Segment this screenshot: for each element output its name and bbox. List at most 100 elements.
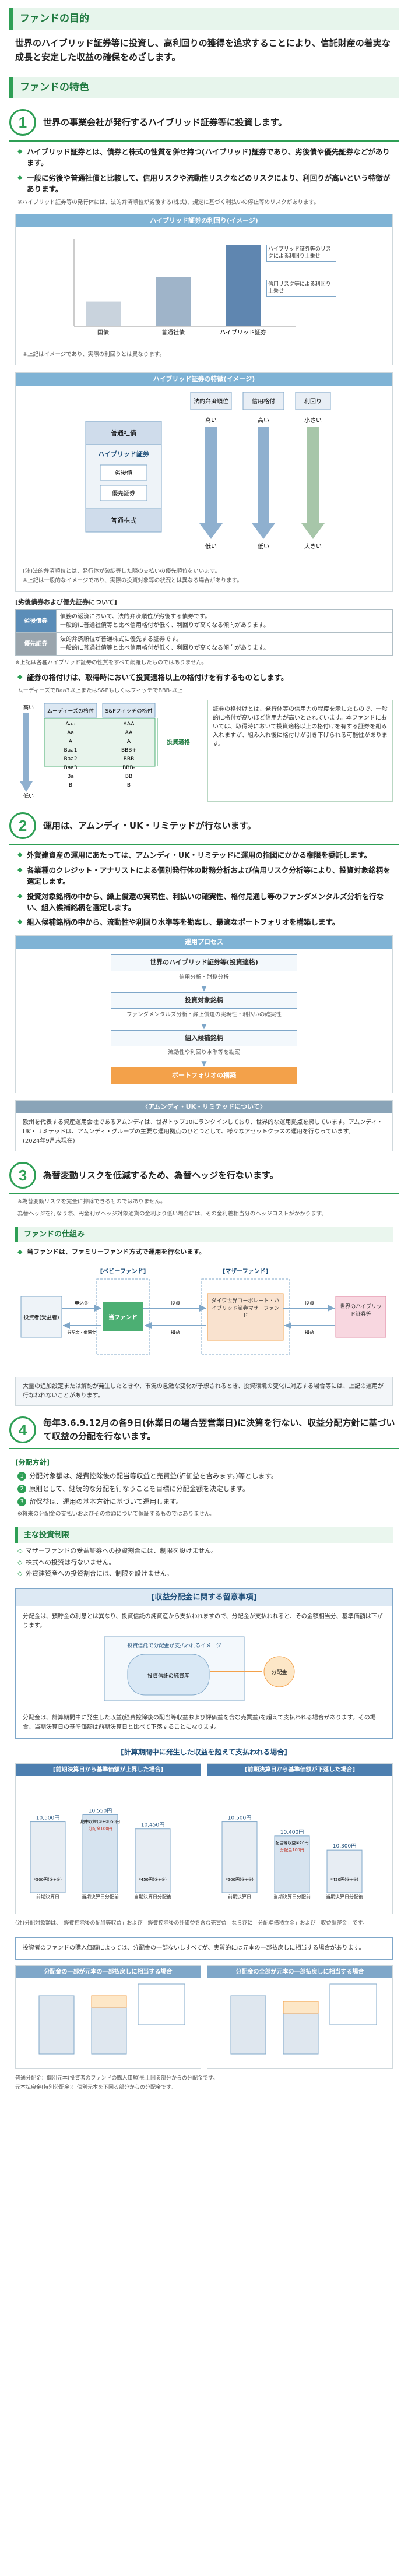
limits-list: マザーファンドの受益証券への投資割合には、制限を設けません。 株式への投資は行な… — [17, 1546, 393, 1579]
value-label: 10,500円 — [36, 1815, 60, 1821]
moody-rating: Aaa — [65, 721, 75, 727]
feature-number: 1 — [9, 109, 36, 136]
mechanism-diagram: 投資者(受益者) [ベビーファンド] 当ファンド [マザーファンド] ダイワ世界… — [15, 1261, 393, 1370]
down-arrow-icon: ▼ — [201, 984, 207, 992]
invest-label-1: 投資 — [171, 1300, 180, 1306]
annotation: *420円(③+④) — [330, 1877, 358, 1882]
mother-fund: ダイワ世界コーポレート・ハイブリッド証券マザーファンド — [211, 1298, 280, 1319]
bullet: ハイブリッド証券とは、債券と株式の性質を併せ持つ(ハイブリッド)証券であり、劣後… — [17, 146, 393, 169]
dist-bubble: 分配金 — [271, 1669, 287, 1676]
annotation: *500円(③+④) — [34, 1877, 62, 1882]
sp-rating: BBB- — [122, 765, 135, 771]
feature-title: 為替変動リスクを低減するため、為替ヘッジを行ないます。 — [43, 1170, 279, 1181]
principal-right: 分配金の全部が元本の一部払戻しに相当する場合 — [207, 1965, 393, 2070]
amundi-title: 〈アムンディ・UK・リミテッドについて〉 — [16, 1100, 392, 1114]
annotation: 分配金100円 — [280, 1847, 304, 1852]
bullet: 証券の格付けは、取得時において投資適格以上の格付けを有するものとします。 — [17, 672, 393, 683]
senior-label: 普通社債 — [111, 429, 136, 437]
feature-number: 3 — [9, 1162, 36, 1189]
bullet: 組入候補銘柄の中から、流動性や利回り水準等を勘案し、最適なポートフォリオを構築し… — [17, 917, 393, 928]
category-text: 当期決算日分配後 — [134, 1894, 171, 1900]
hybrid-features-diagram: 法的弁済順位 信用格付 利回り 普通社債 ハイブリッド証券 劣後債 優先証券 普… — [85, 392, 331, 550]
distribution-note: ※将来の分配金の支払いおよびその金額について保証するものではありません。 — [17, 1511, 216, 1518]
principal-charts: 分配金の一部が元本の一部払戻しに相当する場合 分配金の全部が元本の一部払戻しに相… — [15, 1965, 393, 2070]
col-sp: S&Pフィッチの格付 — [105, 707, 153, 714]
principal-left: 分配金の一部が元本の一部払戻しに相当する場合 — [15, 1965, 201, 2070]
sub-label: 劣後債 — [115, 469, 132, 477]
bar — [30, 1821, 66, 1893]
category-text: 当期決算日分配前 — [273, 1894, 311, 1900]
header-priority: 法的弁済順位 — [194, 397, 228, 405]
chart-title: ハイブリッド証券の特徴(イメージ) — [16, 373, 392, 386]
callout-text: 信用リスク等による利回り上乗せ — [266, 280, 336, 297]
sp-rating: BB — [125, 774, 132, 780]
feature-number: 4 — [9, 1416, 36, 1443]
yield-small: 小さい — [304, 417, 322, 424]
cell-line: 一般的に普通社債等と比べ信用格付が低く、利回りが高くなる傾向があります。 — [60, 645, 269, 651]
principal-left-figure — [38, 1983, 185, 2055]
amundi-text: 欧州を代表する資産運用会社であるアムンディは、世界トップ10にランクインしており… — [16, 1113, 392, 1151]
col-moody: ムーディーズの格付 — [47, 707, 94, 714]
principal-left-title: 分配金の一部が元本の一部払戻しに相当する場合 — [16, 1965, 201, 1978]
category-label: 当期決算日分配後 — [326, 1894, 363, 1900]
grade-label: 投資適格 — [167, 738, 191, 746]
category-label: 国債 — [97, 329, 109, 336]
sp-rating: AAA — [124, 721, 135, 727]
distribution-heading: [分配方針] — [15, 1458, 50, 1467]
yield-chart: 国債普通社債ハイブリッド証券ハイブリッド証券等のリスクによる利回り上乗せ信用リス… — [73, 239, 336, 336]
hybrid-label: ハイブリッド証券 — [98, 450, 150, 458]
bullet: 外貨建資産の運用にあたっては、アムンディ・UK・リミテッドに運用の指図にかかる権… — [17, 850, 393, 861]
sp-rating: B — [127, 783, 131, 788]
annotation: 期中収益(①+②)50円 — [80, 1819, 120, 1824]
sp-rating: BBB+ — [121, 748, 136, 753]
feature-2-bullets: 外貨建資産の運用にあたっては、アムンディ・UK・リミテッドに運用の指図にかかる権… — [17, 850, 393, 928]
footer-note-2: 元本払戻金(特別分配金)：個別元本を下回る部分からの分配金です。 — [15, 2084, 177, 2091]
category-label: 当期決算日分配前 — [273, 1894, 311, 1900]
apply-label: 申込金 — [75, 1300, 89, 1306]
asset-label: 投資信託の純資産 — [147, 1672, 189, 1679]
feature-1-bullets: ハイブリッド証券とは、債券と株式の性質を併せ持つ(ハイブリッド)証券であり、劣後… — [17, 146, 393, 195]
sp-rating: A — [127, 739, 131, 745]
feature-3-header: 3 為替変動リスクを低減するため、為替ヘッジを行ないます。 — [9, 1162, 399, 1195]
down-arrow-icon: ▼ — [201, 1059, 207, 1068]
chart-down-title: [前期決算日から基準価額が下落した場合] — [207, 1764, 392, 1777]
footnote: (注)分配対象額は、「経費控除後の配当等収益」および「経費控除後の評価益を含む売… — [15, 1920, 368, 1926]
caution-paragraph: 分配金は、預貯金の利息とは異なり、投資信託の純資産から支払われますので、分配金が… — [23, 1613, 383, 1630]
category-label: 当期決算日分配前 — [82, 1894, 119, 1900]
header-yield: 利回り — [304, 398, 322, 405]
gain-label-2: 損益 — [305, 1329, 314, 1335]
feature-title: 世界の事業会社が発行するハイブリッド証券等に投資します。 — [43, 117, 287, 128]
callout-text: ハイブリッド証券等のリスクによる利回り上乗せ — [266, 245, 336, 262]
cell-line: 法的弁済順位が普通株式に優先する証券です。 — [60, 636, 182, 643]
bond-types-table: 劣後債券 債務の返済において、法的弁済順位が劣後する債券です。 一般的に普通社債… — [15, 609, 393, 656]
cell-line: 債務の返済において、法的弁済順位が劣後する債券です。 — [60, 614, 211, 620]
annotation: 配当等収益①20円 — [275, 1840, 308, 1845]
rating-low: 低い — [23, 792, 34, 799]
target-assets: 世界のハイブリッド証券等 — [340, 1304, 382, 1318]
note: ※ハイブリッド証券等の発行体には、法的弁済順位が劣後する(株式)、規定に基づく利… — [17, 199, 319, 206]
row-head: 優先証券 — [15, 632, 57, 656]
process-sub: ファンダメンタルズ分析・繰上償還の実現性・利払いの確実性 — [126, 1012, 282, 1019]
equity-label: 普通株式 — [111, 516, 136, 524]
process-title: 運用プロセス — [16, 935, 392, 949]
row-cell: 法的弁済順位が普通株式に優先する証券です。 一般的に普通社債等と比べ信用格付が低… — [56, 632, 393, 656]
category-text: 前期決算日 — [36, 1894, 59, 1900]
bullet: 各業種のクレジット・アナリストによる個別発行体の財務分析および信用リスク分析等に… — [17, 865, 393, 887]
moody-rating: Baa2 — [64, 756, 78, 762]
principal-right-figure — [230, 1983, 377, 2055]
process-step: ポートフォリオの構築 — [111, 1067, 297, 1084]
category-label: 普通社債 — [161, 329, 185, 336]
row-cell: 債務の返済において、法的弁済順位が劣後する債券です。 一般的に普通社債等と比べ信… — [56, 609, 393, 633]
sp-rating: AA — [125, 730, 133, 736]
annotation: *500円(③+④) — [226, 1877, 254, 1882]
baby-title: [ベビーファンド] — [100, 1267, 146, 1275]
feature-1-header: 1 世界の事業会社が発行するハイブリッド証券等に投資します。 — [9, 109, 399, 142]
bar — [274, 1835, 310, 1893]
bond-types-table-box: [劣後債券および優先証券について] 劣後債券 債務の返済において、法的弁済順位が… — [15, 598, 393, 668]
mechanism-svg: 投資者(受益者) [ベビーファンド] 当ファンド [マザーファンド] ダイワ世界… — [20, 1267, 386, 1355]
caution-body: 分配金は、預貯金の利息とは異なり、投資信託の純資産から支払われますので、分配金が… — [16, 1606, 392, 1738]
bar — [326, 1849, 363, 1893]
